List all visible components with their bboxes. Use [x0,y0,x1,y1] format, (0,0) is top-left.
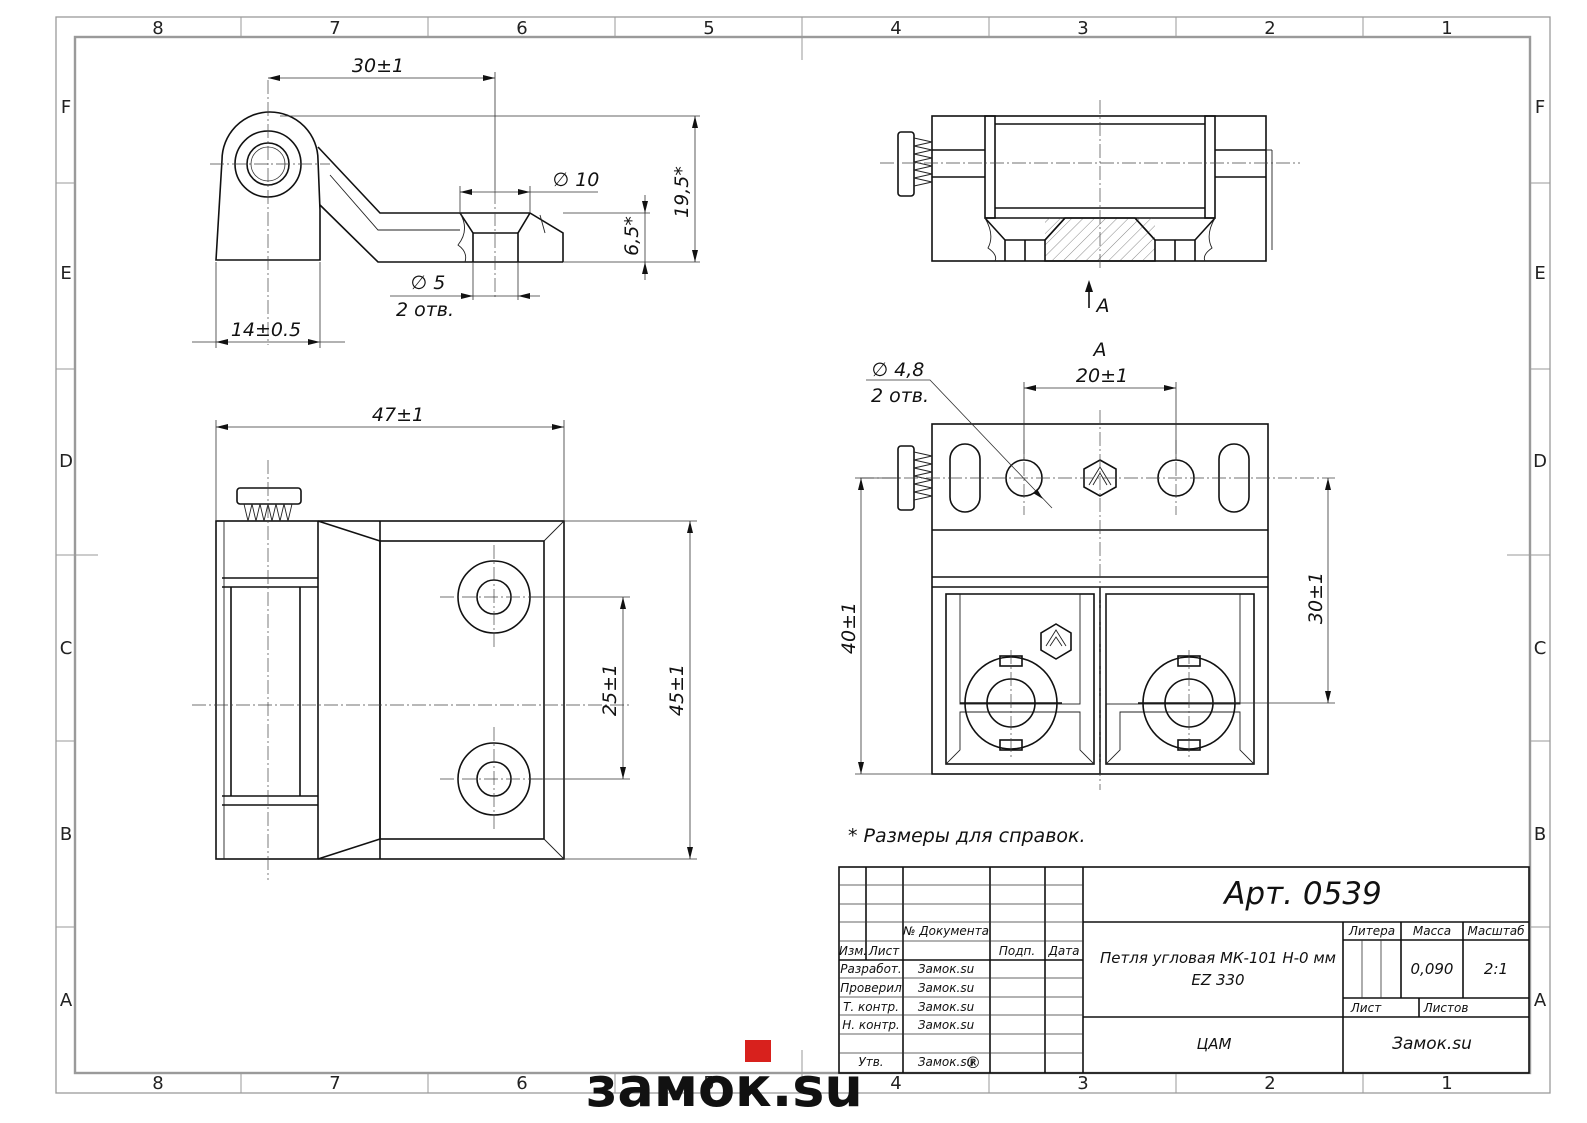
dim-side-14: 14±0.5 [231,319,301,341]
grid-col-bottom-6: 2 [1264,1073,1275,1094]
dim-front-47: 47±1 [372,404,424,426]
dim-side-d10: ∅ 10 [553,169,600,191]
article-number: Арт. 0539 [1222,876,1382,912]
col-doc-number: № Документа [902,924,989,938]
grid-col-top-3: 5 [703,18,714,39]
watermark-text: замок.su [586,1056,863,1119]
hdr-massa: Масса [1413,924,1451,938]
name-tkontr: Замок.su [918,1000,975,1014]
dim-front-45: 45±1 [666,664,688,716]
view-a-title: A [1092,339,1107,361]
watermark-logo: замок.su ® [586,1040,981,1119]
watermark-lock-icon [745,1040,771,1062]
front-view: 47±1 25±1 45±1 [192,404,697,880]
dim-view-20: 20±1 [1076,365,1128,387]
dim-side-30: 30±1 [352,55,404,77]
grid-row-left-2: D [59,451,73,472]
grid-col-top-1: 7 [329,18,340,39]
product-name-line2: EZ 330 [1191,971,1244,989]
role-tkontr: Т. контр. [843,1000,899,1014]
grid-row-left-5: A [60,990,73,1011]
grid-col-top-5: 3 [1077,18,1088,39]
grid-row-right-5: A [1534,990,1547,1011]
reference-note: * Размеры для справок. [848,825,1086,847]
sheet-frame [55,16,1551,1094]
dim-side-6-5: 6,5* [621,216,643,256]
grid-col-bottom-0: 8 [152,1073,163,1094]
grid-row-right-2: D [1533,451,1547,472]
grid-row-left-4: B [60,824,72,845]
dim-view-40: 40±1 [838,602,860,654]
role-utv: Утв. [858,1055,883,1069]
watermark-registered-mark: ® [965,1053,981,1072]
role-razrab: Разработ. [840,962,902,976]
company-name: Замок.su [1392,1034,1472,1054]
role-nkontr: Н. контр. [842,1018,900,1032]
grid-col-top-7: 1 [1441,18,1452,39]
grid-col-bottom-4: 4 [890,1073,901,1094]
grid-row-left-0: F [61,97,71,118]
scale-value: 2:1 [1484,960,1508,978]
grid-col-bottom-1: 7 [329,1073,340,1094]
grid-row-left-1: E [60,263,71,284]
name-razrab: Замок.su [918,962,975,976]
col-data: Дата [1047,944,1079,958]
hdr-litera: Литера [1348,924,1395,938]
col-izm: Изм. [839,944,867,958]
grid-col-bottom-3: 5 [703,1073,714,1094]
dim-side-holes: 2 отв. [396,299,454,321]
view-a-arrow-label: A [1095,295,1110,317]
side-view: 30±1 ∅ 10 19,5* 6,5* ∅ 5 2 отв. 14±0.5 [192,55,700,348]
grid-row-right-0: F [1535,97,1545,118]
col-list: Лист [868,944,900,958]
hdr-masshtab: Масштаб [1467,924,1525,938]
grid-row-right-3: C [1534,638,1547,659]
hdr-list: Лист [1350,1001,1382,1015]
grid-row-right-4: B [1534,824,1546,845]
product-name-line1: Петля угловая МК-101 Н-0 мм [1100,949,1336,967]
col-podp: Подп. [999,944,1035,958]
name-nkontr: Замок.su [918,1018,975,1032]
dim-front-25: 25±1 [599,664,621,716]
role-prov: Проверил [840,981,902,995]
grid-col-top-2: 6 [516,18,527,39]
dim-view-d48: ∅ 4,8 [872,359,925,381]
name-utv: Замок.su [918,1055,975,1069]
grid-labels: 8 7 6 5 4 3 2 1 8 7 6 5 4 3 2 1 F E D C … [59,18,1547,1094]
hdr-listov: Листов [1423,1001,1469,1015]
dim-side-19-5: 19,5* [671,166,693,218]
name-prov: Замок.su [918,981,975,995]
material: ЦАМ [1197,1035,1232,1053]
top-view: A [880,100,1300,317]
dim-view-holes: 2 отв. [871,385,929,407]
grid-row-right-1: E [1534,263,1545,284]
grid-col-top-6: 2 [1264,18,1275,39]
grid-col-bottom-5: 3 [1077,1073,1088,1094]
grid-col-top-4: 4 [890,18,901,39]
grid-col-top-0: 8 [152,18,163,39]
massa-value: 0,090 [1411,960,1454,978]
grid-row-left-3: C [60,638,73,659]
title-block: Арт. 0539 Петля угловая МК-101 Н-0 мм EZ… [838,866,1530,1074]
grid-col-bottom-2: 6 [516,1073,527,1094]
grid-col-bottom-7: 1 [1441,1073,1452,1094]
dim-side-d5: ∅ 5 [411,272,446,294]
view-a: A 20±1 ∅ 4,8 2 отв. 40±1 30±1 [838,339,1335,790]
dim-view-30: 30±1 [1305,572,1327,624]
